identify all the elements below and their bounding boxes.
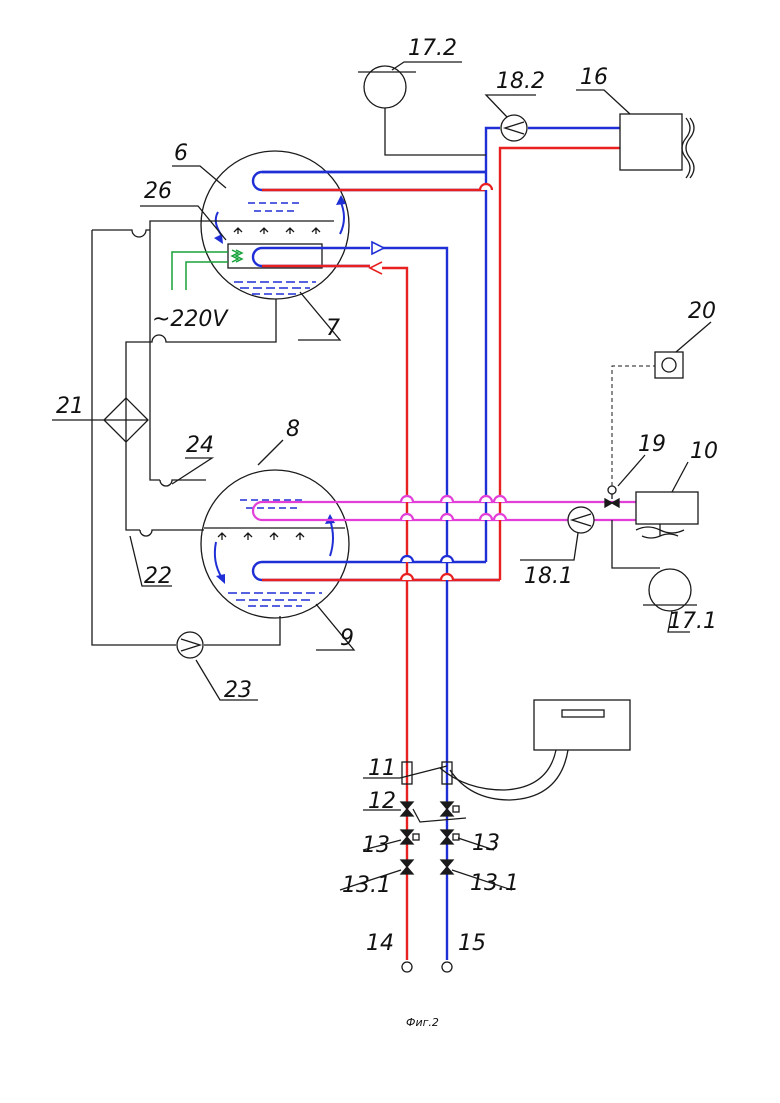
label-11: 11 [368,756,396,781]
pump-23 [177,632,203,658]
cooler-16 [620,114,694,178]
label-13-left: 13 [362,833,390,858]
label-26: 26 [144,179,172,204]
label-13-1-right: 13.1 [470,871,519,896]
label-16: 16 [580,65,608,90]
label-9: 9 [340,626,354,651]
label-14: 14 [366,931,394,956]
label-21: 21 [56,394,84,419]
label-6: 6 [174,141,188,166]
label-22: 22 [144,564,172,589]
tank-17-1 [643,569,697,611]
upper-vessel-6 [201,151,486,299]
condenser-unit-10 [612,492,698,568]
labels: 6 26 ~220V 7 8 24 21 22 9 23 17.2 18.2 1… [56,36,718,1029]
label-8: 8 [286,417,300,442]
heat-exchanger-21 [104,398,148,442]
pump-18-2 [501,115,527,141]
piping [370,128,636,960]
label-7: 7 [326,316,340,341]
label-18-2: 18.2 [496,69,545,94]
label-15: 15 [458,931,486,956]
heater-wires [172,252,228,290]
label-18-1: 18.1 [524,564,573,589]
label-23: 23 [224,678,252,703]
controller-box [402,700,630,800]
label-17-2: 17.2 [408,36,457,61]
sensor-20 [655,352,683,378]
tank-17-2 [358,66,486,155]
label-13-right: 13 [472,831,500,856]
voltage-label: ~220V [152,307,229,332]
label-13-1-left: 13.1 [342,873,391,898]
lower-vessel-8 [201,470,600,618]
port-14 [402,962,412,972]
label-20: 20 [688,299,716,324]
bottom-valves [401,802,466,874]
pump-18-1 [568,507,594,533]
figure-caption: Фиг.2 [406,1016,439,1029]
label-10: 10 [690,439,718,464]
label-17-1: 17.1 [668,609,717,634]
label-12: 12 [368,789,396,814]
label-19: 19 [638,432,666,457]
port-15 [442,962,452,972]
label-24: 24 [186,433,214,458]
